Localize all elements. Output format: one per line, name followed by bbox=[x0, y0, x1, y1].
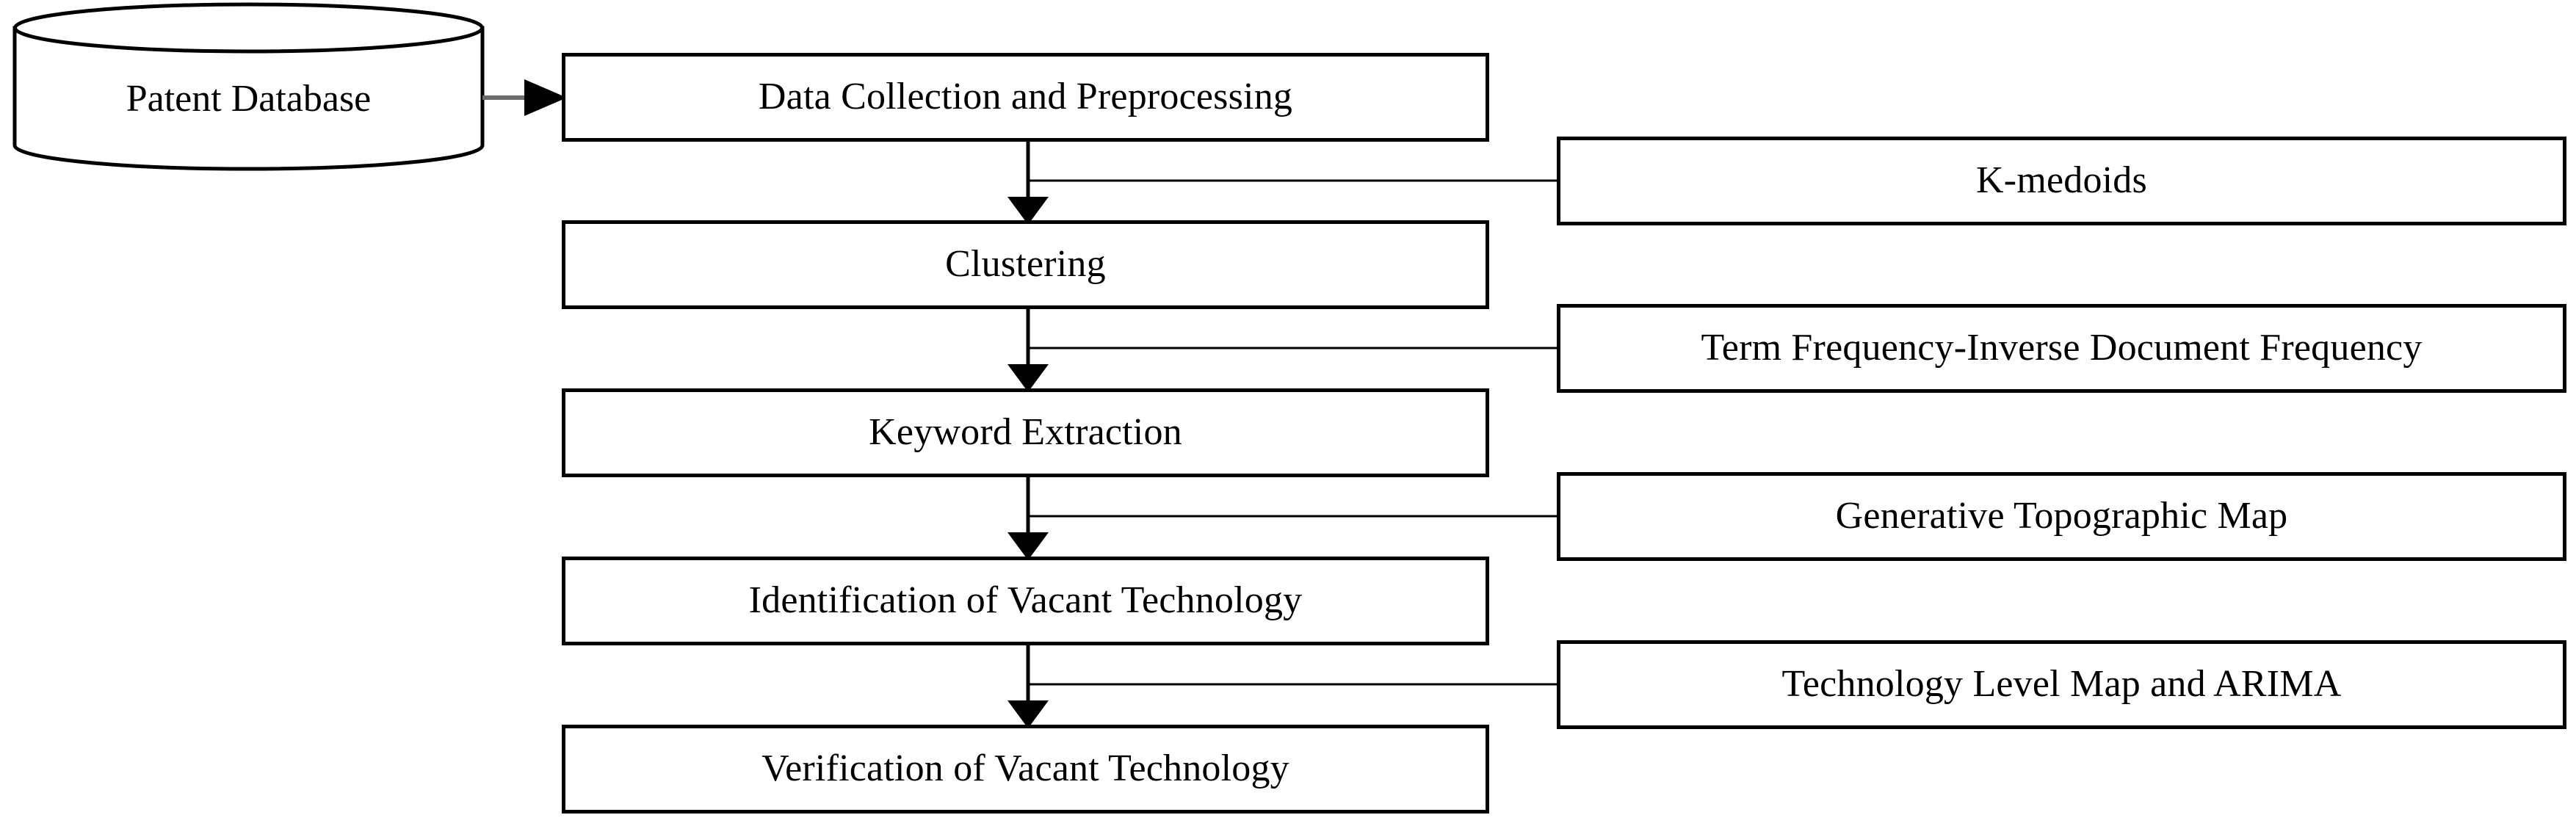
process-box-data-collection[interactable]: Data Collection and Preprocessing bbox=[562, 53, 1489, 142]
process-box-verification-label: Verification of Vacant Technology bbox=[761, 747, 1289, 790]
patent-database-cylinder bbox=[12, 2, 485, 171]
method-note-box-gtm[interactable]: Generative Topographic Map bbox=[1557, 472, 2566, 561]
method-note-box-k-medoids-label: K-medoids bbox=[1976, 159, 2147, 202]
arrow-db-to-step1 bbox=[482, 79, 567, 116]
cylinder-top-ellipse bbox=[13, 2, 484, 54]
method-note-box-tech-level-map-arima[interactable]: Technology Level Map and ARIMA bbox=[1557, 640, 2566, 729]
process-box-identification[interactable]: Identification of Vacant Technology bbox=[562, 557, 1489, 645]
process-box-keyword-extraction[interactable]: Keyword Extraction bbox=[562, 388, 1489, 477]
method-note-box-tech-level-map-arima-label: Technology Level Map and ARIMA bbox=[1781, 663, 2342, 706]
arrow-step2-to-step3 bbox=[1007, 309, 1557, 392]
arrow-step4-to-step5 bbox=[1007, 645, 1557, 728]
process-box-data-collection-label: Data Collection and Preprocessing bbox=[758, 76, 1293, 118]
method-note-box-gtm-label: Generative Topographic Map bbox=[1835, 495, 2288, 537]
method-note-box-tfidf-label: Term Frequency-Inverse Document Frequenc… bbox=[1701, 327, 2423, 369]
arrow-step3-to-step4 bbox=[1007, 477, 1557, 560]
process-box-clustering-label: Clustering bbox=[945, 243, 1106, 286]
patent-database-label: Patent Database bbox=[126, 78, 372, 120]
process-box-verification[interactable]: Verification of Vacant Technology bbox=[562, 725, 1489, 814]
arrow-step1-to-step2 bbox=[1007, 142, 1557, 225]
process-box-keyword-extraction-label: Keyword Extraction bbox=[869, 411, 1182, 454]
method-note-box-tfidf[interactable]: Term Frequency-Inverse Document Frequenc… bbox=[1557, 304, 2566, 393]
process-box-identification-label: Identification of Vacant Technology bbox=[748, 579, 1303, 622]
process-box-clustering[interactable]: Clustering bbox=[562, 220, 1489, 309]
method-note-box-k-medoids[interactable]: K-medoids bbox=[1557, 137, 2566, 225]
